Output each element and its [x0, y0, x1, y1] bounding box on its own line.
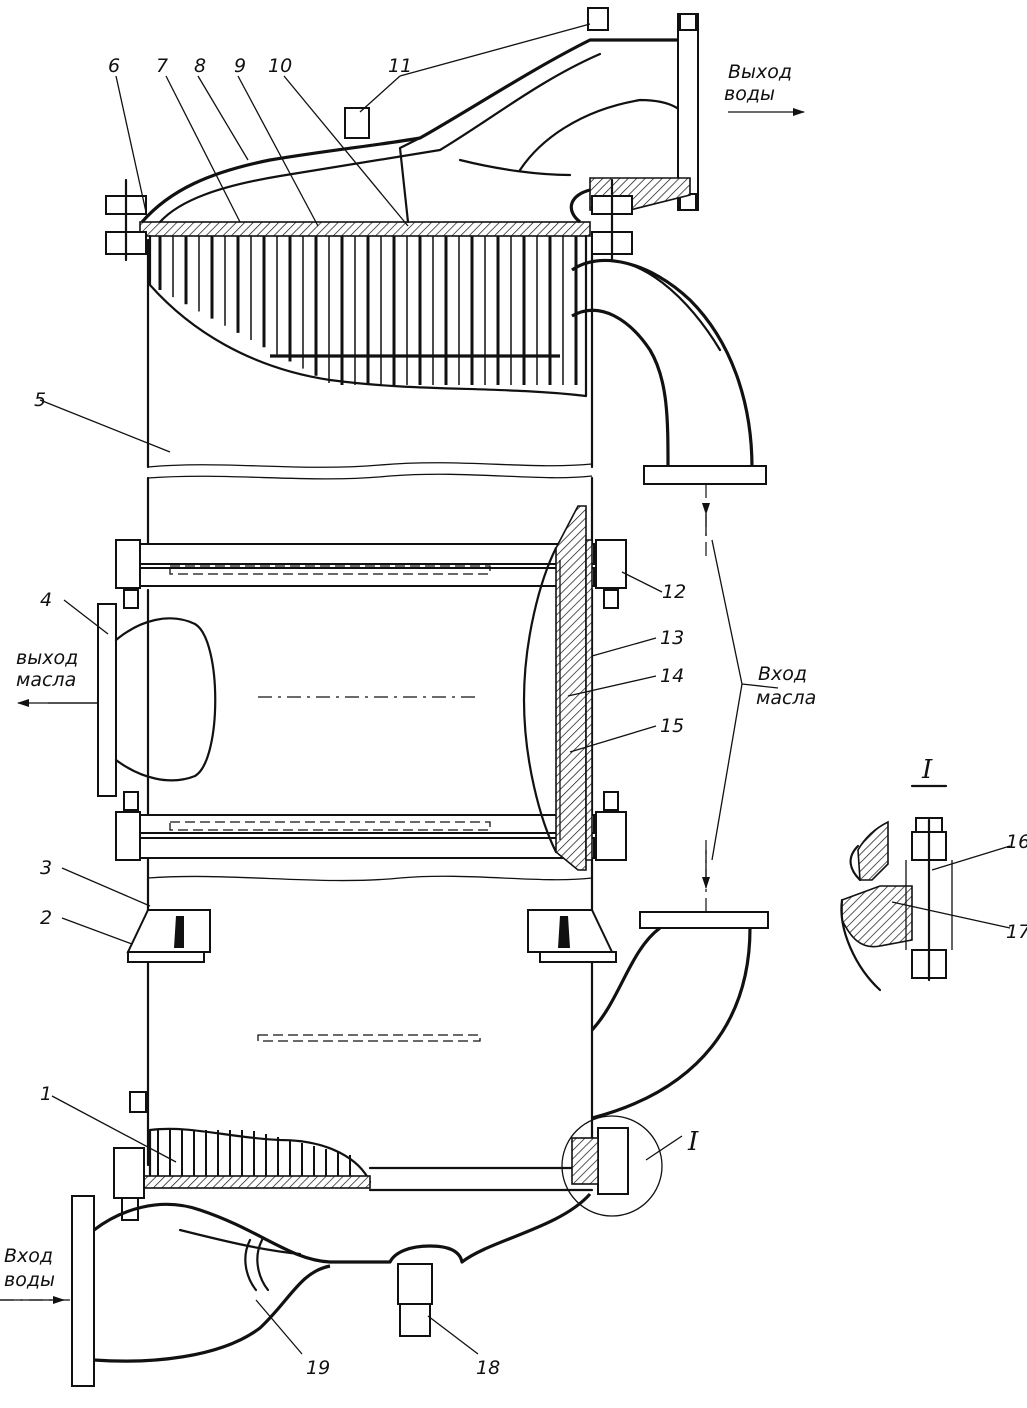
water-in-caption-line1: Вход: [4, 1245, 53, 1267]
water-out-caption-line1: Выход: [728, 61, 792, 83]
upper-tube-bundle: [139, 221, 591, 398]
support-brackets: [126, 909, 617, 963]
part-number-15: 15: [660, 715, 684, 737]
part-number-14: 14: [660, 665, 684, 687]
part-number-17: 17: [1006, 921, 1027, 943]
lower-oil-elbow: [590, 840, 769, 1120]
detail-callout-label: I: [687, 1127, 699, 1157]
water-out-caption-line2: воды: [724, 83, 775, 105]
oil-inlet-elbow: [571, 258, 767, 560]
part-number-4: 4: [40, 589, 52, 611]
leader-lines: [39, 23, 1011, 1355]
part-number-3: 3: [40, 857, 52, 879]
oil-in-caption-line2: масла: [756, 687, 816, 709]
part-number-10: 10: [268, 55, 292, 77]
part-number-2: 2: [40, 907, 52, 929]
section-title-label: I: [921, 755, 933, 785]
part-number-12: 12: [662, 581, 686, 603]
part-number-5: 5: [34, 389, 46, 411]
part-number-11: 11: [388, 55, 412, 77]
lower-water-chamber: [0, 1192, 592, 1387]
middle-baffle-section: [17, 505, 627, 871]
water-in-caption-line2: воды: [4, 1269, 55, 1291]
part-number-16: 16: [1006, 831, 1027, 853]
lower-tube-sheet: [113, 1091, 663, 1221]
part-number-18: 18: [476, 1357, 500, 1379]
upper-water-cover: [140, 7, 699, 224]
oil-in-caption-line1: Вход: [758, 663, 807, 685]
upper-flange-bolts: [105, 178, 633, 262]
part-number-13: 13: [660, 627, 684, 649]
part-number-9: 9: [234, 55, 246, 77]
part-number-7: 7: [156, 55, 168, 77]
part-number-8: 8: [194, 55, 206, 77]
part-number-19: 19: [306, 1357, 330, 1379]
detail-I: [840, 784, 953, 992]
part-number-6: 6: [108, 55, 120, 77]
oil-out-caption-line2: масла: [16, 669, 76, 691]
oil-out-caption-line1: выход: [16, 647, 78, 669]
flow-captions: Выход воды выход масла Вход масла Вход в…: [4, 61, 933, 1291]
part-number-1: 1: [40, 1083, 52, 1105]
part-numbers: 6 7 8 9 10 11 5 4 12 13 14 15 3 2 1 19 1…: [34, 55, 1027, 1379]
